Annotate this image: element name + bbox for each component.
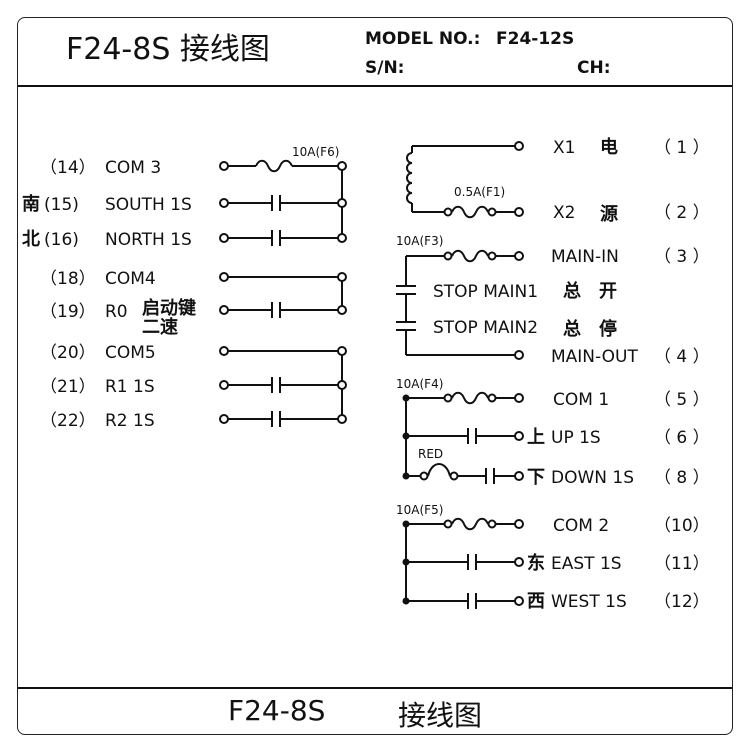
fuse-f1-label: 0.5A(F1) (454, 185, 505, 199)
terminal-num-12: （12） (654, 592, 710, 612)
fuse-f3-label: 10A(F3) (396, 234, 443, 248)
label-x2: X2 (553, 203, 575, 223)
com2-group (405, 517, 515, 609)
channel-label: CH: (577, 58, 611, 78)
terminal-num-21: （21） (40, 377, 96, 397)
label-up-cn: 上 (527, 427, 545, 448)
label-main-out: MAIN-OUT (551, 347, 638, 367)
terminal-num-15: (15) (44, 195, 79, 215)
terminal-num-20: （20） (40, 343, 96, 363)
red-lamp-label: RED (418, 447, 443, 461)
terminal-num-2: （ 2 ） (654, 203, 710, 223)
label-down-cn: 下 (527, 467, 545, 488)
label-up: UP 1S (551, 428, 601, 448)
left-group-com5 (228, 350, 343, 427)
label-down: DOWN 1S (551, 468, 634, 488)
label-stop-main2: STOP MAIN2 (433, 318, 538, 338)
header-title: F24-8S 接线图 (66, 32, 270, 67)
r0-note-start-key: 启动键 (142, 297, 196, 319)
left-labels: （14） COM 3 南 (15) SOUTH 1S 北 (16) NORTH … (22, 145, 339, 431)
terminal-num-5: （ 5 ） (654, 390, 710, 410)
footer-text: 接线图 (398, 699, 483, 732)
fuse-f5-label: 10A(F5) (396, 503, 443, 517)
label-east-cn: 东 (527, 552, 545, 574)
label-west-cn: 西 (527, 591, 545, 612)
label-x2-cn: 源 (600, 203, 618, 225)
terminal-num-22: （22） (40, 411, 96, 431)
terminal-name-r1: R1 1S (105, 377, 155, 397)
terminal-num-6: （ 6 ） (654, 428, 710, 448)
terminal-name-com4: COM4 (105, 269, 156, 289)
terminal-num-4: （ 4 ） (654, 347, 710, 367)
terminal-num-3: （ 3 ） (654, 247, 710, 267)
left-group-com3 (228, 159, 343, 246)
label-com1: COM 1 (553, 390, 609, 410)
power-coil-group (406, 145, 515, 219)
fuse-f4-symbol (451, 391, 489, 405)
label-x1: X1 (553, 138, 575, 158)
terminal-name-com5: COM5 (105, 343, 156, 363)
terminal-num-14: （14） (40, 158, 96, 178)
fuse-f4-label: 10A(F4) (396, 377, 443, 391)
serial-number-label: S/N: (365, 58, 405, 78)
fuse-f5-symbol (451, 517, 489, 531)
model-number-label: MODEL NO.: (365, 29, 481, 49)
terminal-num-10: （10） (654, 516, 710, 536)
label-west: WEST 1S (551, 592, 627, 612)
model-number-value: F24-12S (496, 29, 575, 49)
main-circuit-group (396, 249, 515, 356)
label-main-in: MAIN-IN (551, 247, 619, 267)
terminal-name-south: SOUTH 1S (105, 195, 192, 215)
terminal-num-1: （ 1 ） (654, 138, 710, 158)
terminal-name-north: NORTH 1S (105, 230, 192, 250)
junction-dots (402, 394, 410, 605)
fuse-f3-symbol (451, 249, 489, 263)
label-south-cn: 南 (22, 193, 40, 215)
terminal-points (219, 141, 524, 606)
label-stop-main2-cn: 总 停 (563, 318, 617, 340)
terminal-name-r2: R2 1S (105, 411, 155, 431)
terminal-name-com3: COM 3 (105, 158, 161, 178)
left-group-com4 (228, 276, 343, 318)
fuse-f6-label: 10A(F6) (292, 145, 339, 159)
red-lamp-symbol (427, 463, 451, 477)
footer-model: F24-8S (228, 694, 326, 727)
terminal-num-16: (16) (44, 230, 79, 250)
terminal-num-8: （ 8 ） (654, 468, 710, 488)
terminal-num-18: （18） (40, 269, 96, 289)
label-north-cn: 北 (22, 229, 40, 250)
fuse-f1-symbol (451, 205, 489, 219)
terminal-name-r0: R0 (105, 302, 128, 322)
label-east: EAST 1S (551, 554, 622, 574)
fuse-f6-symbol (255, 159, 293, 173)
transformer-coil-symbol (406, 152, 413, 204)
r0-note-second-speed: 二速 (142, 316, 178, 338)
label-com2: COM 2 (553, 516, 609, 536)
com1-group (405, 391, 515, 484)
terminal-num-11: （11） (654, 554, 710, 574)
label-stop-main1: STOP MAIN1 (433, 282, 538, 302)
label-x1-cn: 电 (600, 136, 618, 158)
label-stop-main1-cn: 总 开 (563, 280, 617, 302)
diagram-frame (17, 17, 733, 735)
terminal-num-19: （19） (40, 302, 96, 322)
right-labels: X1 电 （ 1 ） X2 源 （ 2 ） 0.5A(F1) 10A(F3) M… (396, 136, 710, 612)
